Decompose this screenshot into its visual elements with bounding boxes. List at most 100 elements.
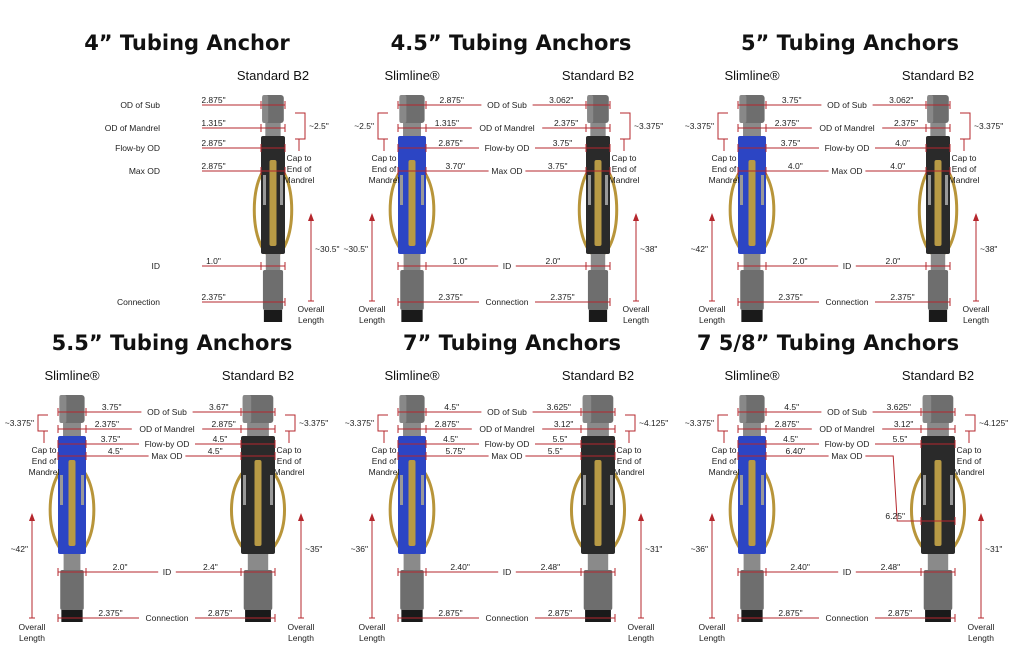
label-max-od: Max OD	[129, 166, 160, 176]
bottom-sub	[740, 570, 764, 610]
slip-left	[923, 475, 926, 505]
standard-column: Standard B23.062"2.375"4.0"4.0"2.0"2.375…	[855, 68, 1003, 325]
value-flow_by: 3.75"	[553, 138, 573, 148]
label-connection: Connection	[825, 297, 868, 307]
connection-thread	[928, 310, 948, 322]
panel-title: 7” Tubing Anchors	[403, 331, 621, 355]
standard-tool	[909, 395, 967, 622]
value-flow_by: 5.5"	[893, 434, 908, 444]
slip-right	[761, 175, 764, 205]
value-flow_by: 2.875"	[438, 138, 462, 148]
cap-label: Cap to	[371, 153, 396, 163]
variant-label: Standard B2	[902, 368, 974, 383]
bottom-sub	[587, 270, 609, 310]
cap-bracket	[377, 112, 388, 140]
connection-thread	[61, 610, 83, 622]
overall-length-label: Overall	[699, 622, 726, 632]
variant-label: Slimline®	[724, 368, 780, 383]
label-backdrop	[820, 296, 874, 308]
overall-length-label: Overall	[628, 622, 655, 632]
bottom-sub	[262, 270, 284, 310]
slip-left	[588, 175, 591, 205]
connection-thread	[588, 310, 608, 322]
label-backdrop	[812, 423, 882, 435]
top-sub-highlight	[582, 395, 592, 423]
overall-length-label: Overall	[968, 622, 995, 632]
label-backdrop	[472, 423, 542, 435]
slimline-tool	[728, 395, 776, 622]
label-od-sub: OD of Sub	[147, 407, 187, 417]
top-sub-highlight	[927, 95, 934, 123]
value-id: 1.0"	[453, 256, 468, 266]
connection-thread	[585, 610, 611, 622]
value-od_sub: 2.875"	[440, 95, 464, 105]
value-id: 2.0"	[113, 562, 128, 572]
value-max_od: 6.25"	[885, 511, 905, 521]
value-id: 2.0"	[545, 256, 560, 266]
label-backdrop	[482, 406, 532, 418]
label-connection: Connection	[117, 297, 160, 307]
cap-label: Mandrel	[709, 467, 740, 477]
label-backdrop	[152, 260, 202, 272]
slimline-column: Slimline®4.5"2.875"4.5"6.40"2.40"2.875"~…	[685, 368, 839, 643]
top-sub-highlight	[739, 395, 747, 423]
value-connection: 2.375"	[550, 292, 574, 302]
value-flow_by: 4.5"	[213, 434, 228, 444]
connection-thread	[245, 610, 271, 622]
label-od-sub: OD of Sub	[827, 100, 867, 110]
cap-value: ~3.375"	[299, 418, 328, 428]
drag-slot	[594, 160, 602, 246]
value-connection: 2.875"	[548, 608, 572, 618]
label-connection: Connection	[485, 613, 528, 623]
overall-length-label: Overall	[623, 304, 650, 314]
label-max-od: Max OD	[831, 166, 862, 176]
label-backdrop	[820, 438, 874, 450]
slip-right	[945, 175, 948, 205]
overall-length-value: ~38"	[980, 244, 997, 254]
slimline-tool	[728, 95, 776, 322]
value-od_mandrel: 2.875"	[775, 419, 799, 429]
cap-bracket	[625, 414, 636, 432]
label-backdrop	[152, 122, 202, 134]
label-backdrop	[480, 142, 534, 154]
value-od_sub: 2.875"	[201, 95, 225, 105]
value-od_sub: 4.5"	[444, 402, 459, 412]
value-max_od: 4.0"	[890, 161, 905, 171]
slimline-column: Slimline®2.875"1.315"2.875"3.70"1.0"2.37…	[343, 68, 499, 325]
value-id: 2.48"	[541, 562, 561, 572]
label-id: ID	[163, 567, 172, 577]
panel-4: 5.5” Tubing AnchorsSlimline®3.75"2.375"3…	[5, 331, 329, 643]
overall-length-label: Overall	[359, 304, 386, 314]
mandrel-neck	[265, 123, 281, 136]
connection-thread	[263, 310, 283, 322]
dimension-line-max_od	[865, 455, 955, 522]
panel-title: 4.5” Tubing Anchors	[391, 31, 632, 55]
drag-slot	[254, 460, 262, 546]
overall-length-value: ~42"	[11, 544, 28, 554]
label-max-od: Max OD	[151, 451, 182, 461]
overall-length-value: ~30.5"	[343, 244, 368, 254]
mandrel-neck	[743, 123, 761, 136]
standard-column: Standard B22.875"1.315"2.875"2.875"1.0"2…	[162, 68, 340, 325]
cap-label: Mandrel	[954, 467, 985, 477]
lower-neck	[743, 254, 761, 270]
slip-right	[950, 475, 953, 505]
lower-neck	[743, 554, 761, 570]
label-id: ID	[152, 261, 161, 271]
cap-label: End of	[277, 456, 302, 466]
cap-bracket	[295, 112, 306, 140]
label-backdrop	[499, 566, 515, 578]
bottom-sub	[923, 570, 953, 610]
overall-length-label: Length	[963, 315, 989, 325]
cap-label: Cap to	[956, 445, 981, 455]
value-od_sub: 3.75"	[782, 95, 802, 105]
label-backdrop	[480, 612, 534, 624]
arrow-up-icon	[369, 513, 375, 521]
drag-slot	[408, 160, 416, 246]
cap-label: Mandrel	[284, 175, 315, 185]
value-max_od: 2.875"	[201, 161, 225, 171]
slip-right	[270, 475, 273, 505]
drag-slot	[68, 460, 76, 546]
cap-label: Cap to	[276, 445, 301, 455]
lower-neck	[403, 254, 421, 270]
